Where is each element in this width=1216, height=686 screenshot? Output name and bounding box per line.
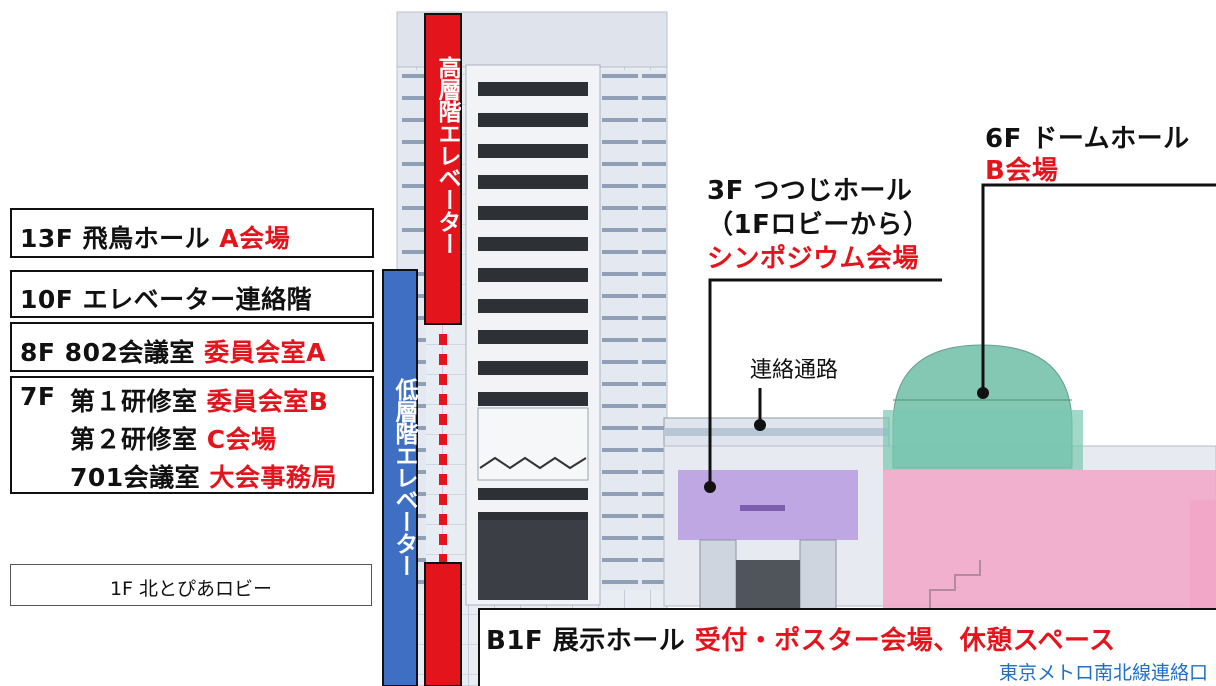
floor-1f-box: 1F 北とぴあロビー (10, 564, 372, 606)
pillar-right (799, 539, 837, 611)
high-elevator-label: 高層階エレベーター (434, 56, 460, 254)
tower-window-bar (478, 392, 588, 406)
elevator-dot (439, 374, 447, 385)
tower-window-bar (478, 268, 588, 282)
high-elevator-lower-shaft (424, 562, 462, 686)
dome-venue: B会場 (985, 156, 1059, 186)
tower-window-bar (478, 299, 588, 313)
dome-line1: 6F ドームホール (985, 124, 1190, 154)
elevator-dot (439, 534, 447, 545)
floor-7f-room-3: 701会議室 (70, 463, 201, 492)
tower-window-bar (478, 361, 588, 375)
tsutsuji-line2: （1Fロビーから） (707, 210, 930, 240)
floor-b1f-box: B1F 展示ホール 受付・ポスター会場、休憩スペース 東京メトロ南北線連絡口 (478, 608, 1216, 686)
atrium-zigzag (479, 456, 587, 470)
floor-1f-name: 1F 北とぴあロビー (109, 578, 273, 600)
tower-window-bar (478, 330, 588, 344)
floor-7f-venue-1: 委員会室B (206, 387, 329, 416)
pillar-left (699, 539, 737, 611)
floor-7f-venue-3: 大会事務局 (209, 463, 337, 492)
elevator-dot (439, 394, 447, 405)
tower-window-bar (478, 175, 588, 189)
low-elevator-shaft (382, 269, 418, 686)
tower-window-bars (478, 82, 588, 524)
tower-window-bar (478, 237, 588, 251)
passage-label: 連絡通路 (750, 358, 839, 383)
exhibit-stairs (929, 560, 981, 610)
elevator-dot (439, 454, 447, 465)
metro-link-label: 東京メトロ南北線連絡口 (998, 662, 1208, 684)
elevator-dot (439, 494, 447, 505)
elevator-dot (439, 474, 447, 485)
atrium (477, 407, 589, 481)
floor-7f-venue-2: C会場 (206, 425, 277, 454)
tower-entrance (478, 520, 588, 600)
elevator-dot (439, 414, 447, 425)
tower-window-bar (478, 82, 588, 96)
floor-13f-venue: A会場 (219, 224, 291, 253)
floor-13f-name: 13F 飛鳥ホール (20, 224, 211, 253)
tower-right-facade (600, 70, 666, 590)
floor-b1f-venue: 受付・ポスター会場、休憩スペース (694, 626, 1116, 656)
exhibit-hall-right (1190, 500, 1216, 610)
floor-13f-box: 13F 飛鳥ホール A会場 (10, 208, 374, 258)
elevator-dot (439, 334, 447, 345)
floor-8f-venue: 委員会室A (204, 338, 326, 367)
elevator-dot (439, 514, 447, 525)
floor-7f-room-2: 第２研修室 (70, 425, 198, 454)
elevator-dot (439, 554, 447, 565)
tsutsuji-line1: 3F つつじホール (707, 176, 913, 206)
tower-window-bar (478, 144, 588, 158)
floor-b1f-name: B1F 展示ホール (486, 626, 686, 656)
floor-7f-box: 7F 第１研修室 委員会室B 第２研修室 C会場 701会議室 大会事務局 (10, 376, 374, 494)
leader-tsutsuji-dot (704, 481, 716, 493)
floor-8f-box: 8F 802会議室 委員会室A (10, 322, 374, 372)
leader-passage-dot (754, 419, 766, 431)
high-elevator-shaft (424, 13, 462, 325)
leader-tsutsuji (708, 278, 942, 485)
elevator-dot (439, 434, 447, 445)
tsutsuji-hall-windows (740, 505, 785, 511)
tower-window-bar (478, 113, 588, 127)
bridge-glass (664, 428, 889, 436)
floor-10f-name: 10F エレベーター連絡階 (20, 285, 313, 314)
floor-7f-prefix: 7F (20, 382, 56, 411)
floor-8f-name: 8F 802会議室 (20, 338, 195, 367)
low-elevator-label: 低層階エレベーター (391, 378, 417, 576)
tower-window-bar (478, 488, 588, 500)
elevator-dot (439, 354, 447, 365)
dome-base (883, 410, 1083, 470)
pillar-shadow (736, 560, 800, 610)
floor-10f-box: 10F エレベーター連絡階 (10, 270, 374, 318)
tower-window-bar (478, 206, 588, 220)
leader-dome-dot (977, 387, 989, 399)
floor-7f-room-1: 第１研修室 (70, 387, 198, 416)
elevator-dotted-link (439, 334, 447, 565)
exhibit-hall-area (883, 470, 1216, 610)
leader-dome (981, 183, 1216, 392)
tsutsuji-venue: シンポジウム会場 (707, 244, 920, 274)
